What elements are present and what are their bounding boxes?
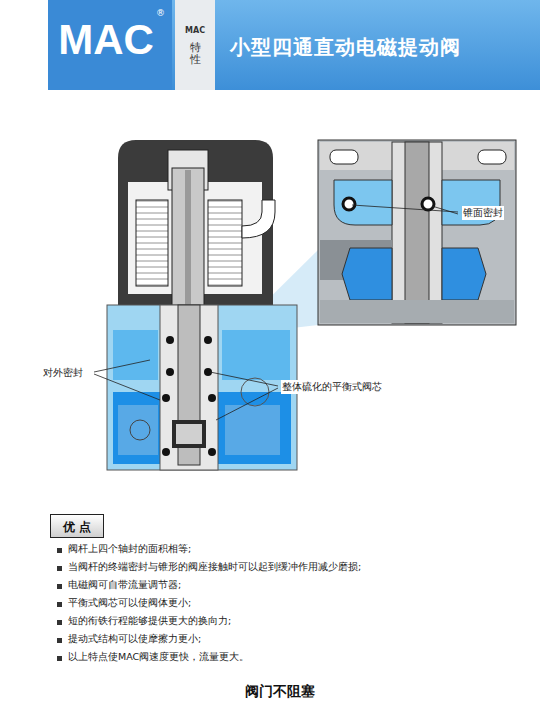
feature-tab: MAC 特性 bbox=[175, 0, 215, 90]
advantage-item: 电磁阀可自带流量调节器; bbox=[68, 579, 181, 592]
heading-text: 优 点 bbox=[63, 520, 91, 534]
leader-line bbox=[94, 205, 458, 420]
heading-box: 优 点 bbox=[50, 514, 104, 538]
caption: 阀门不阻塞 bbox=[245, 683, 315, 701]
inset-detail bbox=[318, 140, 516, 325]
page-title: 小型四通直动电磁提动阀 bbox=[230, 34, 461, 61]
callout-label: 对外密封 bbox=[42, 366, 84, 380]
advantage-item: 平衡式阀芯可以使阀体更小; bbox=[68, 597, 191, 610]
advantage-item: 当阀杆的终端密封与锥形的阀座接触时可以起到缓冲作用减少磨损; bbox=[68, 561, 361, 574]
tab-text: MAC bbox=[185, 26, 205, 35]
solenoid-housing bbox=[118, 140, 275, 318]
callout-label: 整体硫化的平衡式阀芯 bbox=[281, 380, 383, 394]
bullet-square bbox=[57, 548, 62, 661]
logo-text: MAC bbox=[58, 16, 154, 64]
logo-box: MAC® bbox=[48, 0, 172, 90]
header-band bbox=[48, 0, 540, 90]
valve-body bbox=[107, 305, 297, 470]
registered-mark: ® bbox=[156, 8, 165, 18]
advantage-item: 阀杆上四个轴封的面积相等; bbox=[68, 543, 191, 556]
advantage-item: 以上特点使MAC阀速度更快，流量更大。 bbox=[68, 651, 249, 664]
callout-label: 锥面密封 bbox=[462, 206, 504, 220]
advantage-item: 提动式结构可以使摩擦力更小; bbox=[68, 633, 201, 646]
tab-text-vertical: 特性 bbox=[190, 42, 201, 66]
advantage-item: 短的衔铁行程能够提供更大的换向力; bbox=[68, 615, 231, 628]
